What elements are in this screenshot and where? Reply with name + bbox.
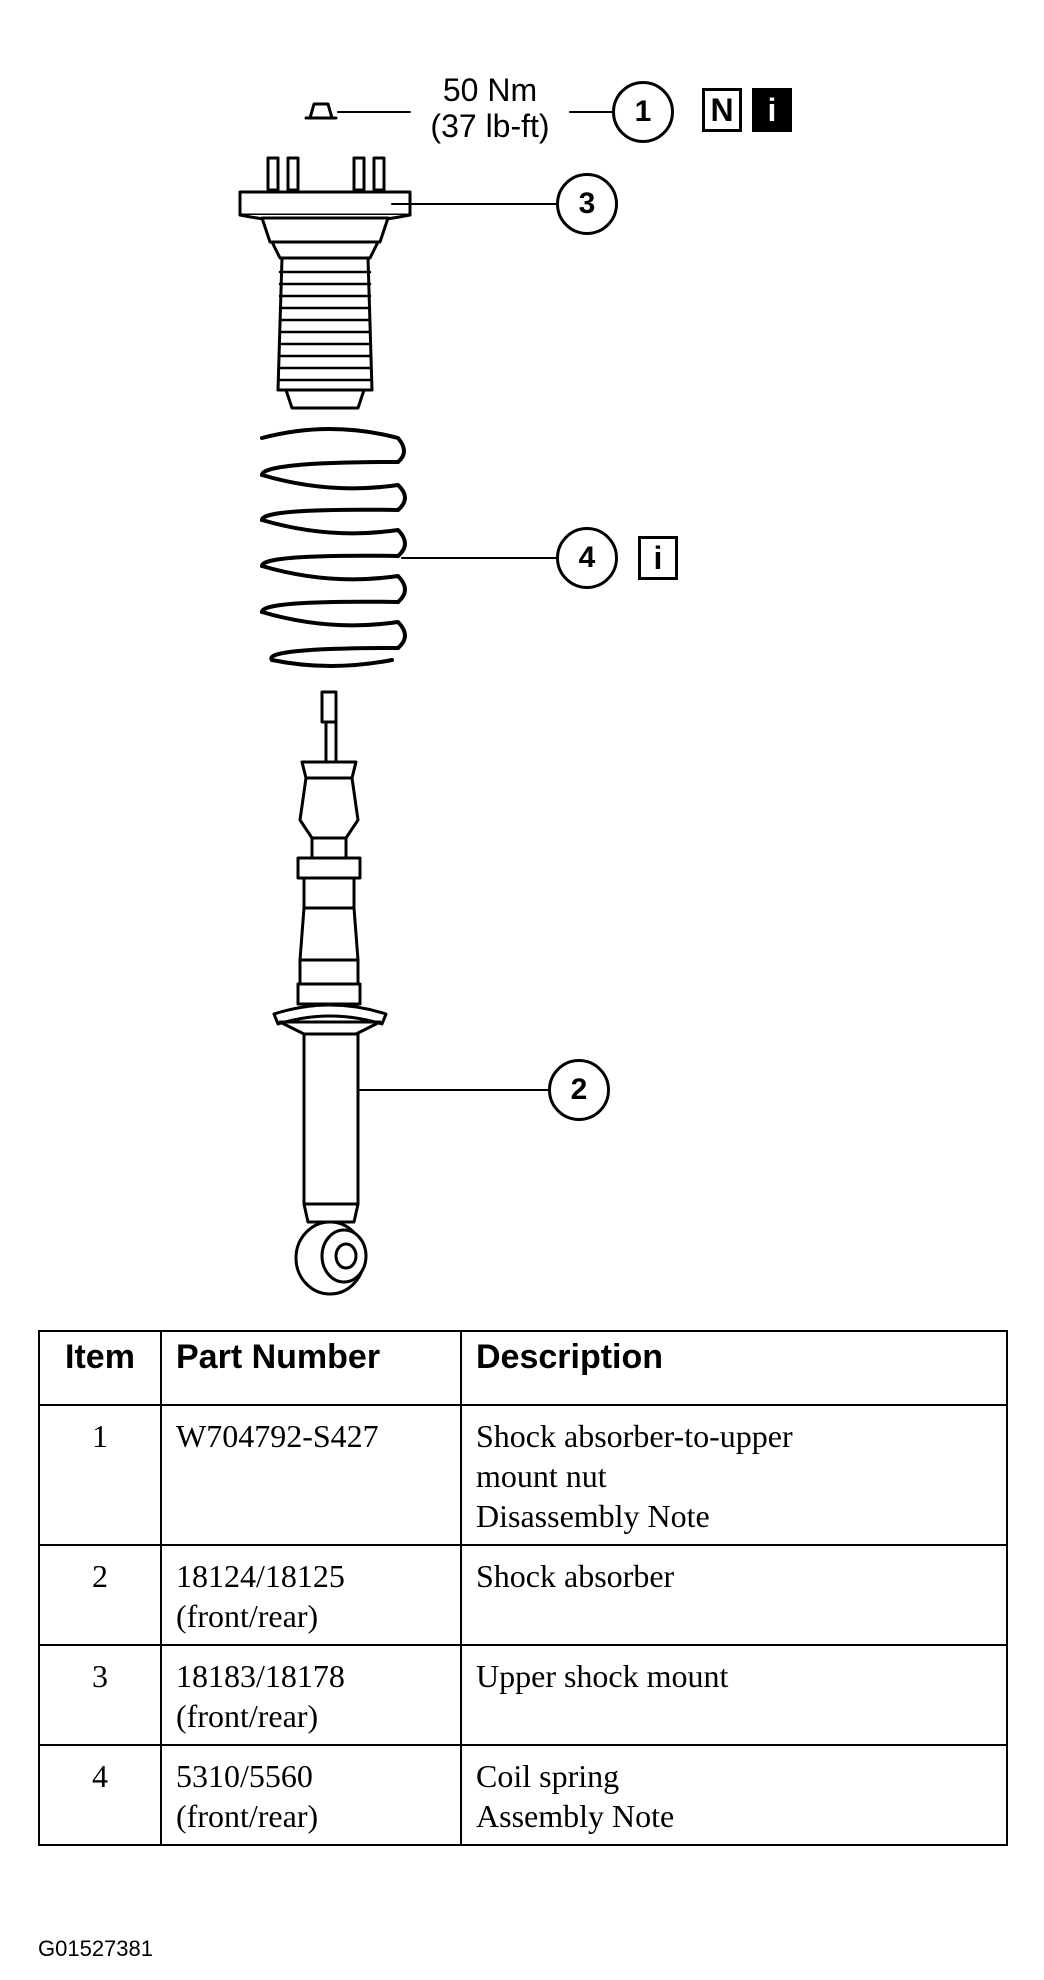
shock-absorber-exploded-diagram: [238, 102, 613, 1296]
header-description: Description: [460, 1330, 1008, 1406]
table-row: 1 W704792-S427 Shock absorber-to-upper m…: [38, 1404, 1008, 1546]
cell-item: 2: [38, 1544, 162, 1646]
torque-spec: 50 Nm (37 lb-ft): [410, 72, 570, 144]
callout-2-number: 2: [570, 1073, 588, 1106]
table-row: 2 18124/18125 (front/rear) Shock absorbe…: [38, 1544, 1008, 1646]
cell-description: Shock absorber-to-upper mount nut Disass…: [460, 1404, 1008, 1546]
header-item: Item: [38, 1330, 162, 1406]
table-row: 3 18183/18178 (front/rear) Upper shock m…: [38, 1644, 1008, 1746]
parts-table: Item Part Number Description 1 W704792-S…: [38, 1330, 1008, 1846]
torque-imperial: (37 lb-ft): [430, 108, 550, 144]
callout-3-number: 3: [578, 187, 596, 220]
callout-1-number: 1: [634, 95, 652, 128]
cell-description: Coil spring Assembly Note: [460, 1744, 1008, 1846]
table-header-row: Item Part Number Description: [38, 1330, 1008, 1406]
cell-item: 1: [38, 1404, 162, 1546]
coil-spring: [260, 427, 407, 668]
cell-item: 4: [38, 1744, 162, 1846]
torque-metric: 50 Nm: [442, 72, 538, 108]
figure-id: G01527381: [38, 1936, 153, 1961]
cell-part-number: W704792-S427: [160, 1404, 462, 1546]
cell-part-number: 18183/18178 (front/rear): [160, 1644, 462, 1746]
cell-part-number: 18124/18125 (front/rear): [160, 1544, 462, 1646]
note-tag-icon: N: [702, 88, 742, 132]
table-row: 4 5310/5560 (front/rear) Coil spring Ass…: [38, 1744, 1008, 1846]
mount-nut: [304, 102, 338, 120]
callout-3: 3: [556, 173, 618, 235]
info-tag-icon: i: [752, 88, 792, 132]
shock-absorber: [272, 690, 388, 1296]
cell-item: 3: [38, 1644, 162, 1746]
cell-description: Shock absorber: [460, 1544, 1008, 1646]
callout-4: 4: [556, 527, 618, 589]
info-tag-icon: i: [638, 536, 678, 580]
header-part-number: Part Number: [160, 1330, 462, 1406]
callout-2: 2: [548, 1059, 610, 1121]
cell-part-number: 5310/5560 (front/rear): [160, 1744, 462, 1846]
callout-1: 1: [612, 81, 674, 143]
dust-boot-ribs: [278, 270, 372, 382]
cell-description: Upper shock mount: [460, 1644, 1008, 1746]
callout-4-number: 4: [578, 541, 596, 574]
